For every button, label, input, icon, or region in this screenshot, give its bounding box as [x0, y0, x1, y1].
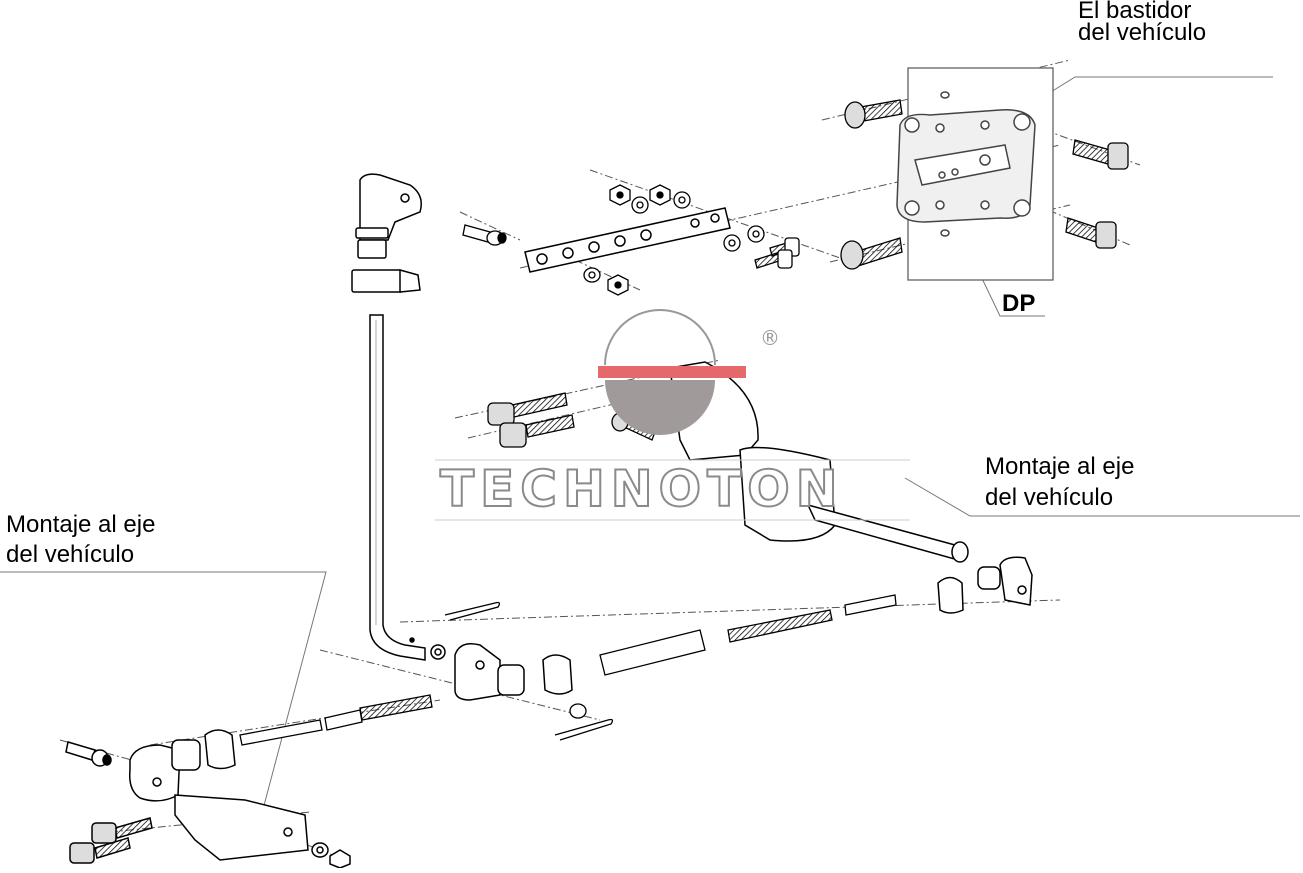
label-axle-left-line2: del vehículo — [6, 541, 135, 568]
cotter-pins — [444, 601, 614, 741]
rod-end-middle — [454, 643, 573, 701]
perforated-bracket — [524, 207, 731, 273]
vertical-rod — [369, 314, 446, 661]
registered-mark: ® — [760, 326, 780, 350]
watermark-text: TECHNOTON — [439, 459, 844, 519]
elbow-fitting-top — [351, 173, 422, 293]
label-frame-line1: El bastidor — [1078, 0, 1192, 24]
label-dp: DP — [1002, 290, 1036, 317]
frame-bolts — [840, 99, 1129, 270]
dp-sensor — [896, 91, 1036, 237]
nuts-and-washers-top — [583, 184, 800, 296]
threaded-rods — [239, 594, 897, 746]
technoton-logo — [435, 309, 910, 521]
label-axle-right-line1: Montaje al eje — [985, 453, 1135, 480]
ball-stud-top — [462, 224, 507, 246]
label-axle-left-line1: Montaje al eje — [6, 511, 156, 538]
label-frame-line2: del vehículo — [1078, 19, 1207, 46]
rod-end-right — [937, 556, 1033, 614]
label-axle-right-line2: del vehículo — [985, 484, 1114, 511]
bottom-left-assembly — [65, 729, 351, 869]
